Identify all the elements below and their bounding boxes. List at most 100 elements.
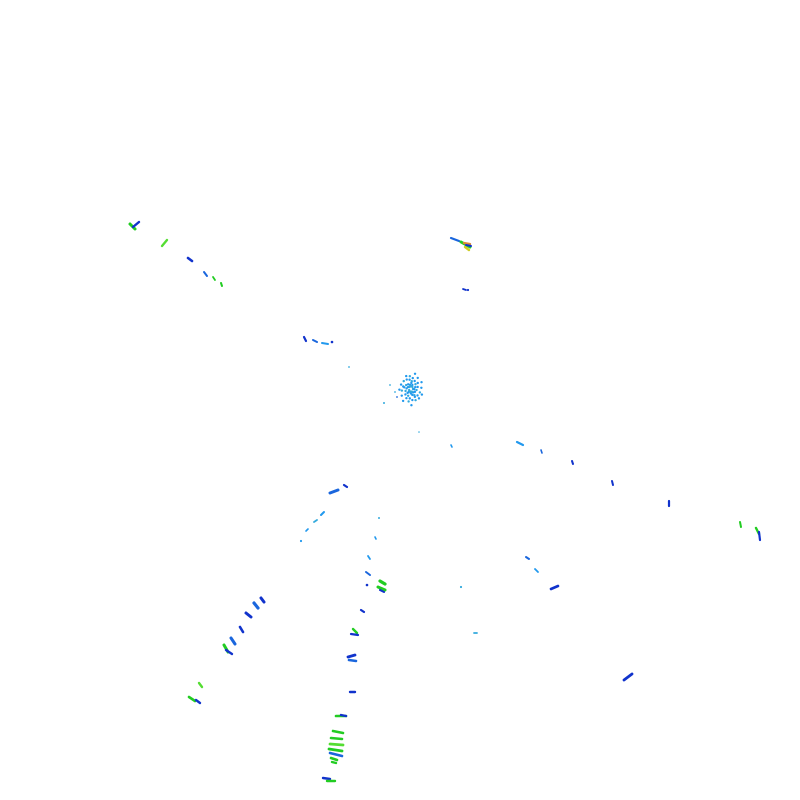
hit-dot-67 xyxy=(406,394,410,397)
hit-mark-108 xyxy=(197,681,204,689)
hit-dot-70 xyxy=(400,389,404,392)
hit-mark-115 xyxy=(379,589,385,593)
hit-dot-72 xyxy=(410,404,413,407)
hit-dot-33 xyxy=(405,396,408,400)
hit-dot-41 xyxy=(404,393,407,396)
hit-dot-13 xyxy=(466,288,470,292)
hit-dot-26 xyxy=(405,374,408,378)
hit-dot-24 xyxy=(416,381,419,385)
hit-dot-50 xyxy=(413,379,416,383)
hit-mark-101 xyxy=(244,611,253,619)
hit-mark-106 xyxy=(187,695,197,703)
hit-mark-102 xyxy=(238,625,245,634)
hit-dot-64 xyxy=(410,390,413,393)
hit-mark-95 xyxy=(320,511,325,516)
hit-dot-83 xyxy=(418,431,420,433)
hit-mark-139 xyxy=(622,672,634,682)
hit-mark-124 xyxy=(339,713,348,718)
hit-mark-2 xyxy=(160,238,169,248)
hit-marks xyxy=(128,220,762,783)
hit-mark-92 xyxy=(757,530,762,542)
hit-dot-43 xyxy=(414,398,417,402)
hit-mark-90 xyxy=(739,521,742,528)
hit-mark-15 xyxy=(312,339,318,343)
hit-dot-79 xyxy=(383,402,385,404)
hit-mark-129 xyxy=(328,751,344,758)
hit-dot-60 xyxy=(405,378,408,381)
hit-mark-130 xyxy=(329,756,339,762)
hit-mark-110 xyxy=(374,536,377,540)
hit-dot-76 xyxy=(410,380,413,383)
hit-mark-93 xyxy=(342,483,349,489)
hit-dot-71 xyxy=(416,376,419,380)
hit-dot-74 xyxy=(412,388,416,391)
hit-dot-63 xyxy=(413,372,417,375)
hit-mark-117 xyxy=(359,608,366,614)
hit-dot-35 xyxy=(417,397,421,400)
hit-mark-111 xyxy=(367,555,371,560)
hit-mark-99 xyxy=(259,596,266,604)
hit-dot-44 xyxy=(399,383,403,386)
hit-dot-75 xyxy=(406,391,409,395)
hit-dot-18 xyxy=(348,366,350,368)
hit-dot-53 xyxy=(420,386,423,389)
hit-dot-82 xyxy=(396,396,398,398)
hit-dot-116 xyxy=(365,583,369,587)
hit-mark-114 xyxy=(376,585,387,592)
hit-dot-109 xyxy=(378,517,380,519)
hit-dot-51 xyxy=(411,398,414,402)
hit-mark-127 xyxy=(328,742,345,747)
hit-dot-66 xyxy=(414,385,417,389)
hit-mark-1 xyxy=(131,220,141,229)
hit-dot-98 xyxy=(299,539,303,543)
hit-mark-6 xyxy=(220,282,223,287)
hit-mark-88 xyxy=(611,480,614,486)
hit-dot-61 xyxy=(418,391,422,394)
hit-mark-118 xyxy=(351,627,359,635)
hit-mark-132 xyxy=(321,776,332,781)
hit-mark-12 xyxy=(462,288,467,291)
hit-mark-14 xyxy=(302,335,308,343)
hit-mark-131 xyxy=(330,760,338,765)
hit-mark-84 xyxy=(450,444,453,448)
hit-dot-45 xyxy=(420,380,423,384)
hit-dot-38 xyxy=(409,392,413,395)
hit-mark-87 xyxy=(571,460,574,465)
hit-mark-9 xyxy=(462,241,472,246)
hit-dot-25 xyxy=(407,400,410,403)
hit-mark-112 xyxy=(365,571,371,576)
hit-dot-32 xyxy=(416,385,419,389)
hit-mark-105 xyxy=(224,648,234,656)
hit-mark-103 xyxy=(229,636,237,646)
hit-mark-10 xyxy=(463,245,471,252)
hit-mark-113 xyxy=(378,579,387,586)
hit-dot-31 xyxy=(404,383,408,387)
hit-dot-17 xyxy=(330,340,334,344)
hit-dot-73 xyxy=(408,385,411,389)
hit-dot-54 xyxy=(401,399,405,403)
hit-dot-77 xyxy=(413,395,417,399)
hit-dot-52 xyxy=(402,379,405,383)
hit-dot-68 xyxy=(408,378,411,381)
hit-mark-3 xyxy=(186,256,194,263)
hit-dot-69 xyxy=(416,394,419,397)
hit-mark-16 xyxy=(321,342,329,345)
hit-mark-85 xyxy=(515,440,525,447)
hit-mark-134 xyxy=(525,556,530,560)
hit-mark-7 xyxy=(449,236,461,243)
hit-mark-86 xyxy=(540,449,543,454)
hit-mark-119 xyxy=(349,632,360,637)
hit-mark-100 xyxy=(252,601,260,610)
hit-mark-11 xyxy=(465,244,472,247)
hit-mark-136 xyxy=(549,584,560,591)
hit-dot-27 xyxy=(420,393,424,396)
hit-mark-97 xyxy=(305,528,309,532)
hit-mark-94 xyxy=(328,488,340,495)
hit-dot-49 xyxy=(404,389,407,393)
hit-dot-137 xyxy=(459,585,463,589)
hit-mark-107 xyxy=(194,698,202,705)
hit-dot-80 xyxy=(389,384,391,386)
hit-dot-36 xyxy=(398,388,401,391)
hit-dot-81 xyxy=(394,391,396,393)
